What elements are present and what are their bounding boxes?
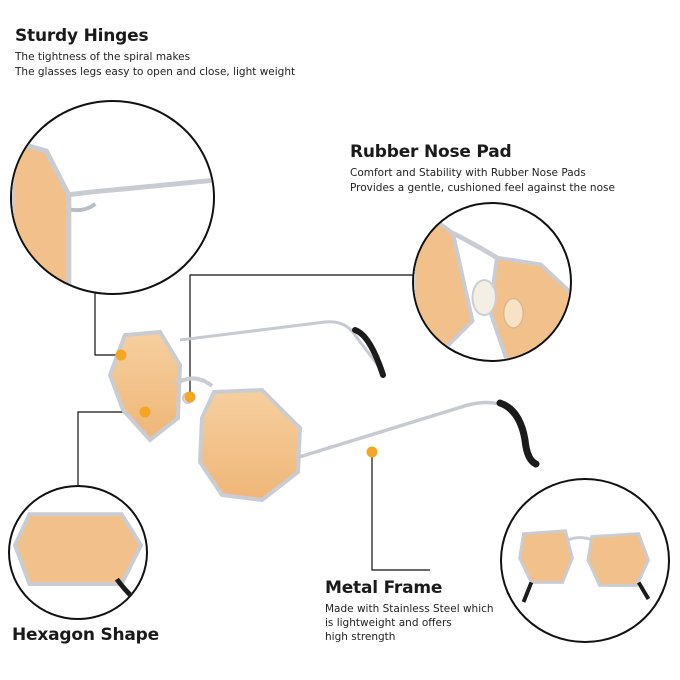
frame-dot	[366, 446, 378, 458]
nose-pad-leader	[189, 274, 415, 395]
nose-pad-desc-line1: Comfort and Stability with Rubber Nose P…	[350, 167, 586, 179]
near-temple-tip	[496, 399, 540, 468]
left-lens	[107, 329, 183, 443]
bridge	[173, 376, 214, 388]
metal-frame-desc-line1: Made with Stainless Steel which	[325, 603, 494, 615]
nose-pad-title: Rubber Nose Pad	[350, 142, 512, 162]
hinge-dot	[115, 349, 127, 361]
nose-pad-zoom-circle	[412, 202, 572, 362]
hexagon-zoom-circle	[8, 485, 148, 620]
hexagon-title: Hexagon Shape	[12, 625, 159, 645]
metal-frame-desc-line2: is lightweight and offers	[325, 617, 452, 629]
metal-frame-desc-line3: high strength	[325, 631, 396, 643]
near-temple	[295, 400, 530, 460]
metal-frame-title: Metal Frame	[325, 578, 443, 598]
hinges-title: Sturdy Hinges	[15, 26, 149, 46]
callout-dots	[115, 349, 378, 458]
nose-pad-detail-art	[414, 204, 570, 360]
far-temple	[179, 320, 387, 376]
right-lens	[197, 387, 303, 503]
hexagon-detail-art	[12, 512, 146, 611]
hinge-leader	[94, 270, 120, 356]
hinges-desc-line2: The glasses legs easy to open and close,…	[15, 66, 296, 78]
metal-frame-zoom-circle	[500, 478, 670, 643]
nose-pad-desc-line2: Provides a gentle, cushioned feel agains…	[350, 182, 615, 194]
frame-leader	[371, 452, 430, 571]
metal-frame-detail-art	[518, 529, 651, 603]
hinge-detail-art	[12, 138, 213, 293]
hinge-zoom-circle	[10, 100, 215, 295]
hexagon-dot	[139, 406, 151, 418]
far-temple-tip	[352, 327, 386, 378]
hinges-desc-line1: The tightness of the spiral makes	[15, 51, 191, 63]
nose-pad-dot	[184, 391, 196, 403]
